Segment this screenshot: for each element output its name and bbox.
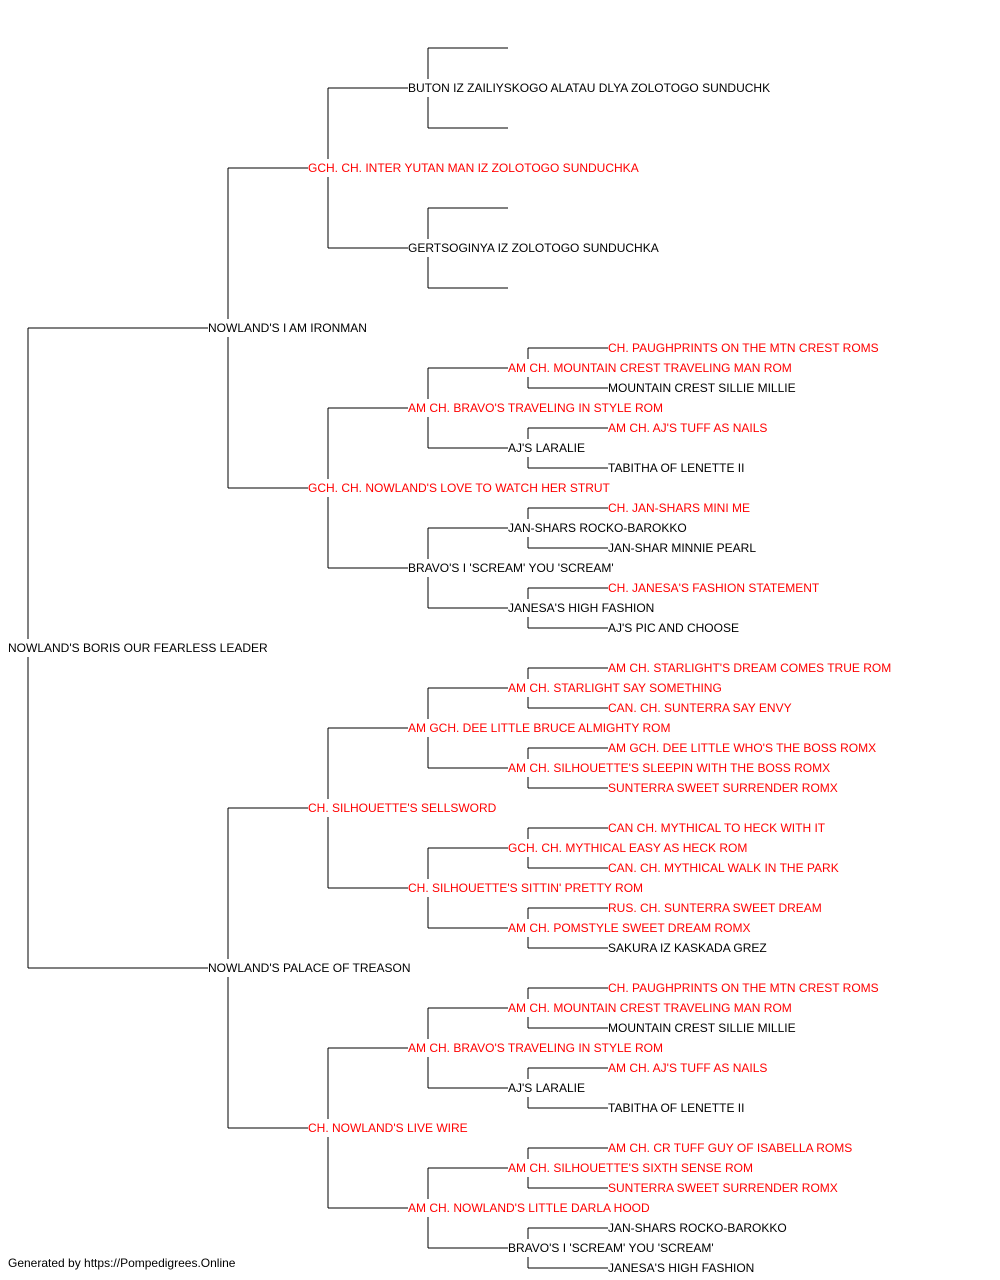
- ancestor-dsddd: SAKURA IZ KASKADA GREZ: [608, 941, 767, 955]
- ancestor-ddss: AM CH. MOUNTAIN CREST TRAVELING MAN ROM: [508, 1001, 792, 1015]
- ancestor-dsdsd: CAN. CH. MYTHICAL WALK IN THE PARK: [608, 861, 839, 875]
- ancestor-ss: GCH. CH. INTER YUTAN MAN IZ ZOLOTOGO SUN…: [308, 161, 639, 175]
- ancestor-sdds: JAN-SHARS ROCKO-BAROKKO: [508, 521, 687, 535]
- ancestor-ssd: GERTSOGINYA IZ ZOLOTOGO SUNDUCHKA: [408, 241, 659, 255]
- ancestor-sdssd: MOUNTAIN CREST SILLIE MILLIE: [608, 381, 796, 395]
- ancestor-sddd: JANESA'S HIGH FASHION: [508, 601, 654, 615]
- ancestor-sdd: BRAVO'S I 'SCREAM' YOU 'SCREAM': [408, 561, 614, 575]
- ancestor-dsdds: RUS. CH. SUNTERRA SWEET DREAM: [608, 901, 822, 915]
- connector-lines: [27, 47, 608, 1269]
- ancestor-ddddd: JANESA'S HIGH FASHION: [608, 1261, 754, 1275]
- ancestor-dsss: AM CH. STARLIGHT SAY SOMETHING: [508, 681, 722, 695]
- ancestor-ddssd: MOUNTAIN CREST SILLIE MILLIE: [608, 1021, 796, 1035]
- ancestor-sdsss: CH. PAUGHPRINTS ON THE MTN CREST ROMS: [608, 341, 879, 355]
- ancestor-sdsds: AM CH. AJ'S TUFF AS NAILS: [608, 421, 767, 435]
- ancestor-dddds: JAN-SHARS ROCKO-BAROKKO: [608, 1221, 787, 1235]
- ancestor-d: NOWLAND'S PALACE OF TREASON: [208, 961, 411, 975]
- ancestor-dssd: AM CH. SILHOUETTE'S SLEEPIN WITH THE BOS…: [508, 761, 830, 775]
- ancestor-dsds: GCH. CH. MYTHICAL EASY AS HECK ROM: [508, 841, 747, 855]
- ancestor-dssdd: SUNTERRA SWEET SURRENDER ROMX: [608, 781, 838, 795]
- ancestor-sdss: AM CH. MOUNTAIN CREST TRAVELING MAN ROM: [508, 361, 792, 375]
- ancestor-dddss: AM CH. CR TUFF GUY OF ISABELLA ROMS: [608, 1141, 852, 1155]
- ancestor-labels: NOWLAND'S BORIS OUR FEARLESS LEADER NOWLA…: [8, 81, 891, 1275]
- ancestor-dsd: CH. SILHOUETTE'S SITTIN' PRETTY ROM: [408, 881, 643, 895]
- ancestor-ddsdd: TABITHA OF LENETTE II: [608, 1101, 744, 1115]
- ancestor-dsssd: CAN. CH. SUNTERRA SAY ENVY: [608, 701, 792, 715]
- ancestor-dd: CH. NOWLAND'S LIVE WIRE: [308, 1121, 468, 1135]
- ancestor-dds: AM CH. BRAVO'S TRAVELING IN STYLE ROM: [408, 1041, 663, 1055]
- ancestor-dss: AM GCH. DEE LITTLE BRUCE ALMIGHTY ROM: [408, 721, 671, 735]
- ancestor-s: NOWLAND'S I AM IRONMAN: [208, 321, 367, 335]
- ancestor-sddsd: JAN-SHAR MINNIE PEARL: [608, 541, 756, 555]
- ancestor-dssss: AM CH. STARLIGHT'S DREAM COMES TRUE ROM: [608, 661, 891, 675]
- subject-name: NOWLAND'S BORIS OUR FEARLESS LEADER: [8, 641, 268, 655]
- ancestor-sdsd: AJ'S LARALIE: [508, 441, 585, 455]
- ancestor-ddsds: AM CH. AJ'S TUFF AS NAILS: [608, 1061, 767, 1075]
- ancestor-sds: AM CH. BRAVO'S TRAVELING IN STYLE ROM: [408, 401, 663, 415]
- ancestor-dddsd: SUNTERRA SWEET SURRENDER ROMX: [608, 1181, 838, 1195]
- ancestor-ddd: AM CH. NOWLAND'S LITTLE DARLA HOOD: [408, 1201, 650, 1215]
- ancestor-dssds: AM GCH. DEE LITTLE WHO'S THE BOSS ROMX: [608, 741, 876, 755]
- ancestor-sdsdd: TABITHA OF LENETTE II: [608, 461, 744, 475]
- ancestor-ddsss: CH. PAUGHPRINTS ON THE MTN CREST ROMS: [608, 981, 879, 995]
- ancestor-dsdss: CAN CH. MYTHICAL TO HECK WITH IT: [608, 821, 826, 835]
- ancestor-ddsd: AJ'S LARALIE: [508, 1081, 585, 1095]
- ancestor-dddd: BRAVO'S I 'SCREAM' YOU 'SCREAM': [508, 1241, 714, 1255]
- ancestor-sd: GCH. CH. NOWLAND'S LOVE TO WATCH HER STR…: [308, 481, 611, 495]
- ancestor-dsdd: AM CH. POMSTYLE SWEET DREAM ROMX: [508, 921, 750, 935]
- ancestor-sss: BUTON IZ ZAILIYSKOGO ALATAU DLYA ZOLOTOG…: [408, 81, 770, 95]
- generated-by-footer: Generated by https://Pompedigrees.Online: [8, 1256, 236, 1270]
- ancestor-sdddd: AJ'S PIC AND CHOOSE: [608, 621, 739, 635]
- ancestor-sddss: CH. JAN-SHARS MINI ME: [608, 501, 750, 515]
- ancestor-sddds: CH. JANESA'S FASHION STATEMENT: [608, 581, 820, 595]
- ancestor-ddds: AM CH. SILHOUETTE'S SIXTH SENSE ROM: [508, 1161, 753, 1175]
- ancestor-ds: CH. SILHOUETTE'S SELLSWORD: [308, 801, 497, 815]
